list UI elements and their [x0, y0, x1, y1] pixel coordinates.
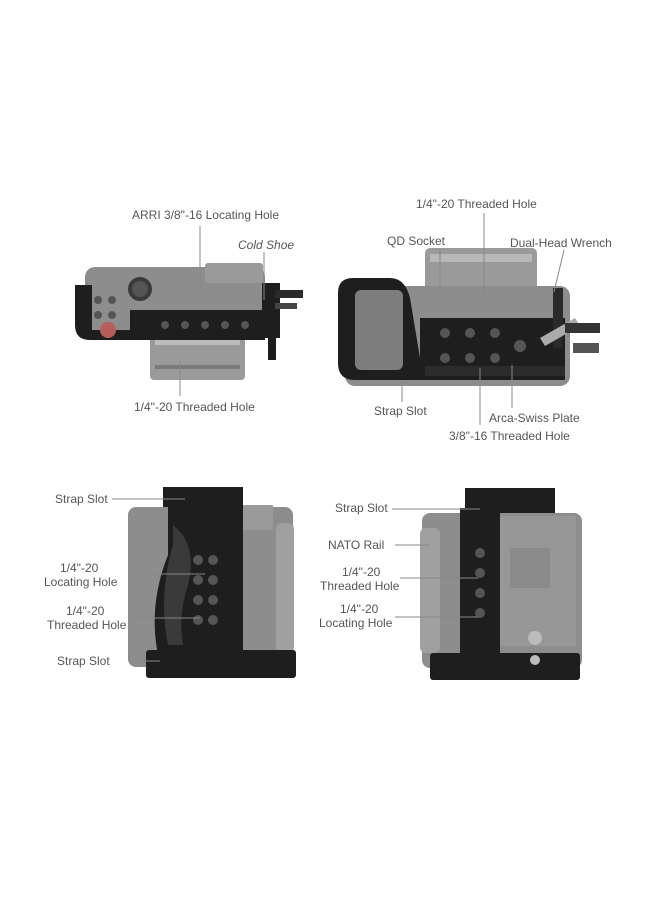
label-strap-slot-br: Strap Slot	[335, 501, 388, 515]
dual-head-wrench	[553, 288, 563, 348]
label-strap-slot-bl-bottom: Strap Slot	[57, 654, 110, 668]
label-arca-swiss-plate: Arca-Swiss Plate	[489, 411, 580, 425]
label-locating-hole-br-a: 1/4"-20	[340, 602, 379, 616]
label-threaded-hole-br-a: 1/4"-20	[342, 565, 381, 579]
record-button-icon	[100, 322, 116, 338]
cage-base	[430, 653, 580, 680]
arca-swiss-plate	[425, 366, 565, 376]
top-right-view	[338, 248, 600, 386]
top-left-view	[75, 263, 303, 380]
label-threaded-hole-bl-b: Threaded Hole	[47, 618, 127, 632]
label-cold-shoe: Cold Shoe	[238, 238, 295, 252]
label-threaded-hole-38: 3/8"-16 Threaded Hole	[449, 429, 570, 443]
label-dual-head-wrench: Dual-Head Wrench	[510, 236, 612, 250]
label-locating-hole-bl-b: Locating Hole	[44, 575, 118, 589]
label-threaded-hole-bl-a: 1/4"-20	[66, 604, 105, 618]
label-threaded-hole-tl: 1/4"-20 Threaded Hole	[134, 400, 255, 414]
label-locating-hole-bl-a: 1/4"-20	[60, 561, 99, 575]
cage-base	[146, 650, 296, 678]
label-strap-slot-tr: Strap Slot	[374, 404, 427, 418]
label-arri-locating-hole: ARRI 3/8"-16 Locating Hole	[132, 208, 280, 222]
label-threaded-hole-tr: 1/4"-20 Threaded Hole	[416, 197, 537, 211]
label-threaded-hole-br-b: Threaded Hole	[320, 579, 400, 593]
label-nato-rail: NATO Rail	[328, 538, 385, 552]
nato-rail	[460, 508, 500, 658]
label-qd-socket: QD Socket	[387, 234, 446, 248]
label-locating-hole-br-b: Locating Hole	[319, 616, 393, 630]
cage-top-plate	[75, 285, 265, 340]
cold-shoe	[163, 487, 243, 507]
bottom-right-view	[420, 488, 582, 680]
label-strap-slot-bl-top: Strap Slot	[55, 492, 108, 506]
